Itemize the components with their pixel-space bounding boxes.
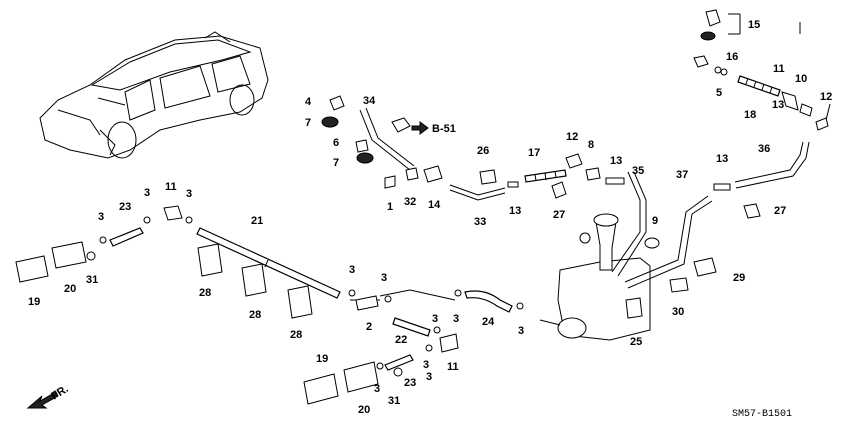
callout-12b: 12 [566,131,578,143]
diagram-code: SM57-B1501 [732,409,792,420]
callout-20: 20 [64,283,76,295]
callout-23: 23 [119,201,131,213]
callout-16: 16 [726,51,738,63]
callout-3e: 3 [381,272,387,284]
callout-25: 25 [630,336,642,348]
car-illustration [39,31,269,159]
callout-13d: 13 [716,153,728,165]
callout-3c: 3 [186,188,192,200]
callout-4: 4 [305,96,312,108]
callout-15: 15 [748,19,760,31]
callout-1: 1 [387,201,393,213]
callout-3b: 3 [144,187,150,199]
callout-3d: 3 [349,264,355,276]
hose-lines [109,13,831,371]
callout-34: 34 [363,95,376,107]
callout-32: 32 [404,196,416,208]
callout-11: 11 [773,63,785,75]
callout-3j: 3 [426,371,432,383]
callout-18: 18 [744,109,756,121]
callout-3g: 3 [453,313,459,325]
callout-29: 29 [733,272,745,284]
callout-12: 12 [820,91,832,103]
callout-28a: 28 [199,287,211,299]
callout-3i: 3 [423,359,429,371]
callout-19: 19 [28,296,40,308]
ref-label-b51: B-51 [432,123,456,135]
callout-7b: 7 [333,157,339,169]
callout-3f: 3 [432,313,438,325]
callout-28c: 28 [290,329,302,341]
callout-28b: 28 [249,309,261,321]
callout-31: 31 [86,274,98,286]
callout-13: 13 [772,99,784,111]
callout-10: 10 [795,73,807,85]
callout-30: 30 [672,306,684,318]
callout-37: 37 [676,169,688,181]
callout-33: 33 [474,216,486,228]
callout-7: 7 [305,117,311,129]
callout-27: 27 [553,209,565,221]
callout-13b: 13 [509,205,521,217]
callout-3k: 3 [374,383,380,395]
callout-19b: 19 [316,353,328,365]
callout-5: 5 [716,87,722,99]
callout-11b: 11 [165,181,177,193]
callout-36: 36 [758,143,770,155]
callout-6: 6 [333,137,339,149]
callout-23b: 23 [404,377,416,389]
callout-numbers: 15 16 5 11 10 18 13 12 4 34 7 6 7 1 32 1… [28,19,832,416]
callout-14: 14 [428,199,441,211]
callout-17: 17 [528,147,540,159]
callout-11c: 11 [447,361,459,373]
callout-31b: 31 [388,395,400,407]
callout-27b: 27 [774,205,786,217]
callout-8: 8 [588,139,594,151]
callout-3h: 3 [518,325,524,337]
callout-24: 24 [482,316,495,328]
callout-35: 35 [632,165,644,177]
callout-3a: 3 [98,211,104,223]
callout-9: 9 [652,215,658,227]
callout-22: 22 [395,334,407,346]
callout-2: 2 [366,321,372,333]
callout-20b: 20 [358,404,370,416]
callout-13c: 13 [610,155,622,167]
small-parts [15,9,829,405]
callout-26: 26 [477,145,489,157]
washer-reservoir-tank [557,213,651,341]
callout-21: 21 [251,215,263,227]
front-direction-arrow: FR. [26,383,71,409]
